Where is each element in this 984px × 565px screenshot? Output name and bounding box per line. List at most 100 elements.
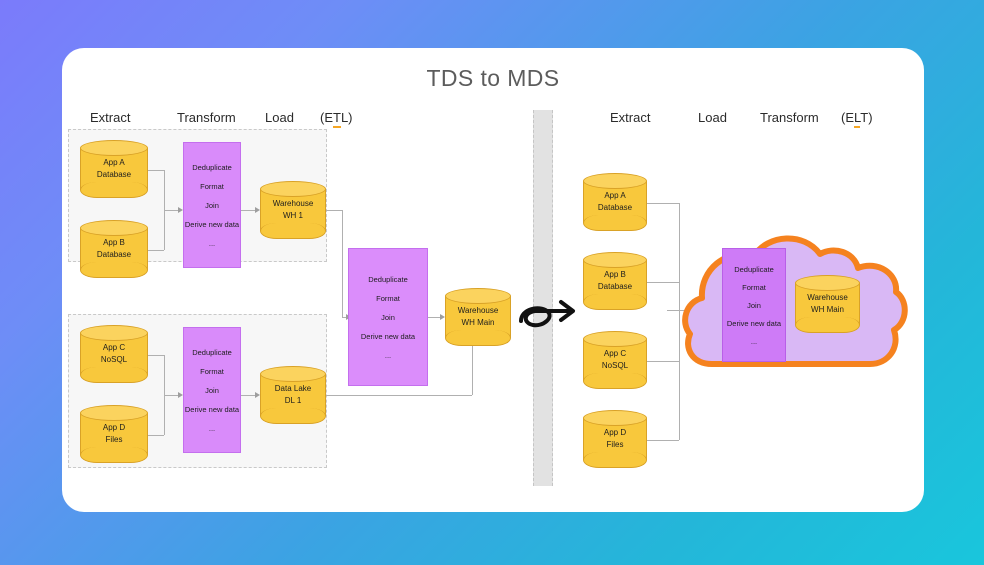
- connector-line: [679, 203, 680, 440]
- transform-step: ...: [750, 336, 758, 346]
- cylinder-app-a-db-right: App A Database: [583, 173, 647, 231]
- transform-step: Join: [381, 312, 395, 322]
- connector-line: [241, 210, 255, 211]
- cyl-label-line1: App D: [102, 423, 126, 433]
- cylinder-warehouse-wh-main-left: Warehouse WH Main: [445, 288, 511, 346]
- transform-step: ...: [208, 238, 216, 248]
- right-header-extract: Extract: [610, 110, 651, 125]
- left-paren-etl: (ETL): [320, 110, 353, 128]
- cyl-label-line1: App A: [103, 158, 125, 168]
- transform-step: Deduplicate: [192, 347, 232, 357]
- panel-divider: [533, 110, 553, 486]
- transform-step: ...: [384, 350, 392, 360]
- cyl-label-line1: App B: [103, 238, 125, 248]
- transform-step: Format: [200, 366, 224, 376]
- right-header-transform: Transform: [760, 110, 819, 125]
- cyl-label-line1: App B: [604, 270, 626, 280]
- connector-line: [164, 210, 178, 211]
- cyl-label-line1: App C: [603, 349, 627, 359]
- cylinder-app-d-files-left: App D Files: [80, 405, 148, 463]
- cyl-label-line1: Warehouse: [272, 199, 314, 209]
- cylinder-app-d-files-right: App D Files: [583, 410, 647, 468]
- cyl-label-line2: WH Main: [811, 305, 844, 314]
- transform-box-group-2: Deduplicate Format Join Derive new data …: [183, 327, 241, 453]
- connector-line: [342, 210, 343, 317]
- connector-line: [326, 395, 472, 396]
- cyl-label-line1: App C: [102, 343, 126, 353]
- page-title: TDS to MDS: [426, 65, 560, 91]
- cyl-label-line1: Warehouse: [807, 293, 848, 303]
- transform-step: Derive new data: [360, 331, 416, 341]
- transition-arrow-icon: [519, 300, 575, 328]
- arrow-head: [255, 391, 260, 398]
- connector-line: [472, 343, 473, 395]
- right-paren-elt: (ELT): [841, 110, 873, 128]
- connector-line: [241, 395, 255, 396]
- cyl-label-line1: Data Lake: [274, 384, 312, 394]
- transform-step: Format: [376, 293, 400, 303]
- left-header-load: Load: [265, 110, 294, 125]
- diagram-card: TDS to MDS Extract Transform Load (ETL) …: [62, 48, 924, 512]
- transform-step: Join: [205, 200, 219, 210]
- cylinder-app-a-db-left: App A Database: [80, 140, 148, 198]
- cyl-label-line2: NoSQL: [601, 361, 629, 370]
- etl-suffix: L): [340, 110, 353, 125]
- elt-suffix: T): [860, 110, 873, 125]
- arrow-head: [178, 391, 183, 398]
- cylinder-data-lake-dl1: Data Lake DL 1: [260, 366, 326, 424]
- etl-underlined-letter: T: [333, 110, 341, 128]
- cyl-label-line1: Warehouse: [457, 306, 499, 316]
- transform-step: Derive new data: [184, 219, 240, 229]
- cyl-label-line1: App D: [603, 428, 627, 438]
- connector-line: [148, 435, 164, 436]
- cyl-label-line2: Database: [96, 170, 132, 179]
- cyl-label-line2: Files: [606, 440, 624, 449]
- transform-box-middle: Deduplicate Format Join Derive new data …: [348, 248, 428, 386]
- arrow-head: [440, 313, 445, 320]
- left-header-transform: Transform: [177, 110, 236, 125]
- connector-line: [342, 317, 346, 318]
- connector-line: [148, 355, 164, 356]
- cyl-label-line2: Files: [105, 435, 123, 444]
- transform-step: Deduplicate: [192, 162, 232, 172]
- cylinder-app-b-db-right: App B Database: [583, 252, 647, 310]
- cyl-label-line2: DL 1: [284, 396, 302, 405]
- etl-prefix: (E: [320, 110, 333, 125]
- transform-step: Derive new data: [184, 404, 240, 414]
- cyl-label-line2: NoSQL: [100, 355, 128, 364]
- transform-step: Deduplicate: [734, 264, 774, 274]
- connector-line: [647, 203, 679, 204]
- elt-underlined-letter: L: [854, 110, 861, 128]
- transform-step: Deduplicate: [368, 274, 408, 284]
- transform-step: ...: [208, 423, 216, 433]
- connector-line: [164, 395, 178, 396]
- transform-step: Join: [205, 385, 219, 395]
- connector-line: [647, 440, 679, 441]
- transform-step: Derive new data: [726, 318, 782, 328]
- cyl-label-line2: Database: [597, 282, 633, 291]
- right-header-load: Load: [698, 110, 727, 125]
- arrow-head: [255, 206, 260, 213]
- cylinder-app-c-nosql-right: App C NoSQL: [583, 331, 647, 389]
- cloud-container: Deduplicate Format Join Derive new data …: [682, 230, 910, 382]
- cylinder-warehouse-wh-main-cloud: Warehouse WH Main: [795, 275, 860, 333]
- transform-step: Join: [747, 300, 761, 310]
- connector-line: [667, 310, 689, 311]
- cyl-label-line2: Database: [597, 203, 633, 212]
- elt-prefix: (E: [841, 110, 854, 125]
- cyl-label-line2: WH 1: [283, 211, 303, 220]
- arrow-head: [178, 206, 183, 213]
- cyl-label-line1: App A: [604, 191, 626, 201]
- connector-line: [326, 210, 342, 211]
- transform-step: Format: [742, 282, 766, 292]
- cylinder-app-c-nosql-left: App C NoSQL: [80, 325, 148, 383]
- connector-line: [148, 170, 164, 171]
- transform-step: Format: [200, 181, 224, 191]
- cyl-label-line2: Database: [96, 250, 132, 259]
- cyl-label-line2: WH Main: [461, 318, 495, 327]
- connector-line: [428, 317, 440, 318]
- cylinder-warehouse-wh1: Warehouse WH 1: [260, 181, 326, 239]
- connector-line: [148, 250, 164, 251]
- cylinder-app-b-db-left: App B Database: [80, 220, 148, 278]
- connector-line: [647, 282, 679, 283]
